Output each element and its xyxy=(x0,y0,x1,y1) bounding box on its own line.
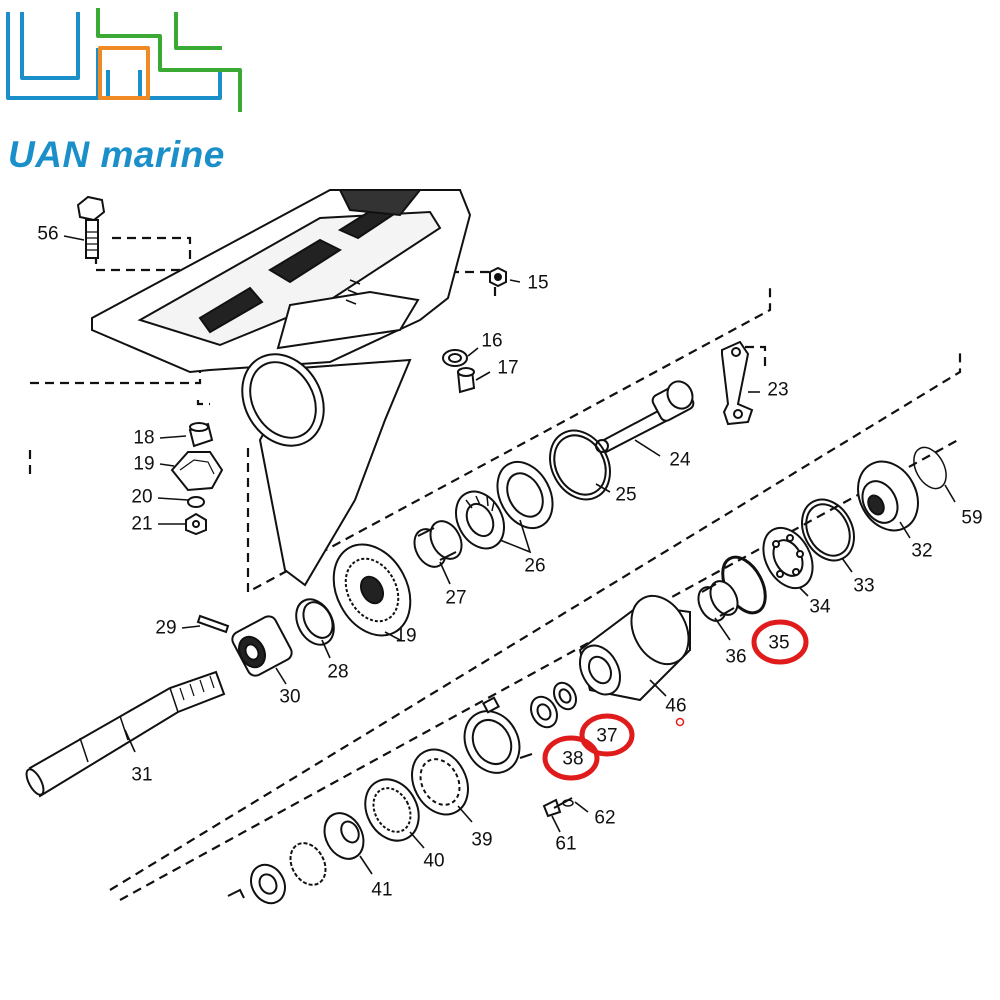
part-25-shim xyxy=(549,429,611,501)
callout-18: 18 xyxy=(133,427,155,449)
callout-21: 21 xyxy=(131,513,153,535)
callout-36: 36 xyxy=(725,646,747,668)
part-marker-dot xyxy=(675,717,685,727)
part-lock-washer xyxy=(289,842,327,886)
part-61-screw xyxy=(542,797,573,818)
callout-46: 46 xyxy=(665,695,687,717)
callout-19-gear: 19 xyxy=(395,625,417,647)
part-29-pin xyxy=(196,614,230,634)
part-39-tab-washer xyxy=(411,748,469,816)
part-17-plug xyxy=(456,367,476,394)
part-31-propeller-shaft xyxy=(25,670,226,798)
part-40-retainer xyxy=(364,778,420,842)
callout-59: 59 xyxy=(961,507,983,529)
logo-word-marine: marine xyxy=(100,134,225,175)
part-30-clutch xyxy=(231,615,293,677)
part-34-bearing xyxy=(762,526,814,590)
part-32-reverse-gear xyxy=(857,460,919,532)
part-41-thrust-hub xyxy=(323,812,365,860)
callout-25: 25 xyxy=(615,484,637,506)
part-28-spring xyxy=(295,598,335,646)
part-19-pinion-gear xyxy=(170,451,224,492)
callout-30: 30 xyxy=(279,686,301,708)
logo-blue-strokes xyxy=(6,12,222,100)
part-19-forward-gear xyxy=(332,543,412,637)
part-59-washer xyxy=(913,446,947,490)
part-16-washer xyxy=(442,349,468,367)
callout-40: 40 xyxy=(423,850,445,872)
part-anode-clamp xyxy=(463,696,533,774)
callout-31: 31 xyxy=(131,764,153,786)
callout-37: 37 xyxy=(596,725,618,747)
callout-33: 33 xyxy=(853,575,875,597)
uan-logo-graphic xyxy=(6,8,242,112)
callout-16: 16 xyxy=(481,330,503,352)
callout-62: 62 xyxy=(594,807,616,829)
highlight-38 xyxy=(542,735,600,781)
part-24-shift-shaft xyxy=(595,380,695,454)
part-21-nut xyxy=(185,512,207,536)
part-18-bushing xyxy=(188,422,214,448)
logo-orange-box xyxy=(98,46,150,100)
highlight-rings xyxy=(542,619,809,781)
callout-24: 24 xyxy=(669,449,691,471)
callout-29: 29 xyxy=(155,617,177,639)
callout-34: 34 xyxy=(809,596,831,618)
part-23-shift-link xyxy=(721,340,754,426)
logo-wordmark: UAN marine xyxy=(8,134,225,176)
callout-19-pinion: 19 xyxy=(133,453,155,475)
part-38-seal xyxy=(530,695,558,729)
callout-41: 41 xyxy=(371,879,393,901)
callout-38: 38 xyxy=(562,748,584,770)
highlight-35 xyxy=(751,619,809,665)
part-56-bolt xyxy=(76,195,106,259)
callout-35: 35 xyxy=(768,632,790,654)
part-20-washer xyxy=(187,496,205,508)
dashed-assembly-lines xyxy=(28,236,962,901)
part-27-bearing-race xyxy=(413,520,463,568)
callout-17: 17 xyxy=(497,357,519,379)
logo-green-strokes xyxy=(96,8,242,112)
callout-32: 32 xyxy=(911,540,933,562)
callout-56: 56 xyxy=(37,223,59,245)
callout-26: 26 xyxy=(524,555,546,577)
callout-15: 15 xyxy=(527,272,549,294)
leader-lines xyxy=(63,235,956,875)
callout-20: 20 xyxy=(131,486,153,508)
gearcase-housing xyxy=(91,189,472,587)
highlight-37 xyxy=(579,713,635,757)
part-36-bearing xyxy=(697,580,739,622)
part-26-bearing xyxy=(455,460,554,550)
callout-61: 61 xyxy=(555,833,577,855)
callout-23: 23 xyxy=(767,379,789,401)
callout-39: 39 xyxy=(471,829,493,851)
callout-27: 27 xyxy=(445,587,467,609)
part-37-seal xyxy=(552,681,578,711)
part-46-bearing-carrier xyxy=(578,594,691,702)
part-prop-nut xyxy=(227,863,286,905)
callout-28: 28 xyxy=(327,661,349,683)
logo-word-uan: UAN xyxy=(8,134,90,175)
part-15-nut xyxy=(489,266,507,288)
